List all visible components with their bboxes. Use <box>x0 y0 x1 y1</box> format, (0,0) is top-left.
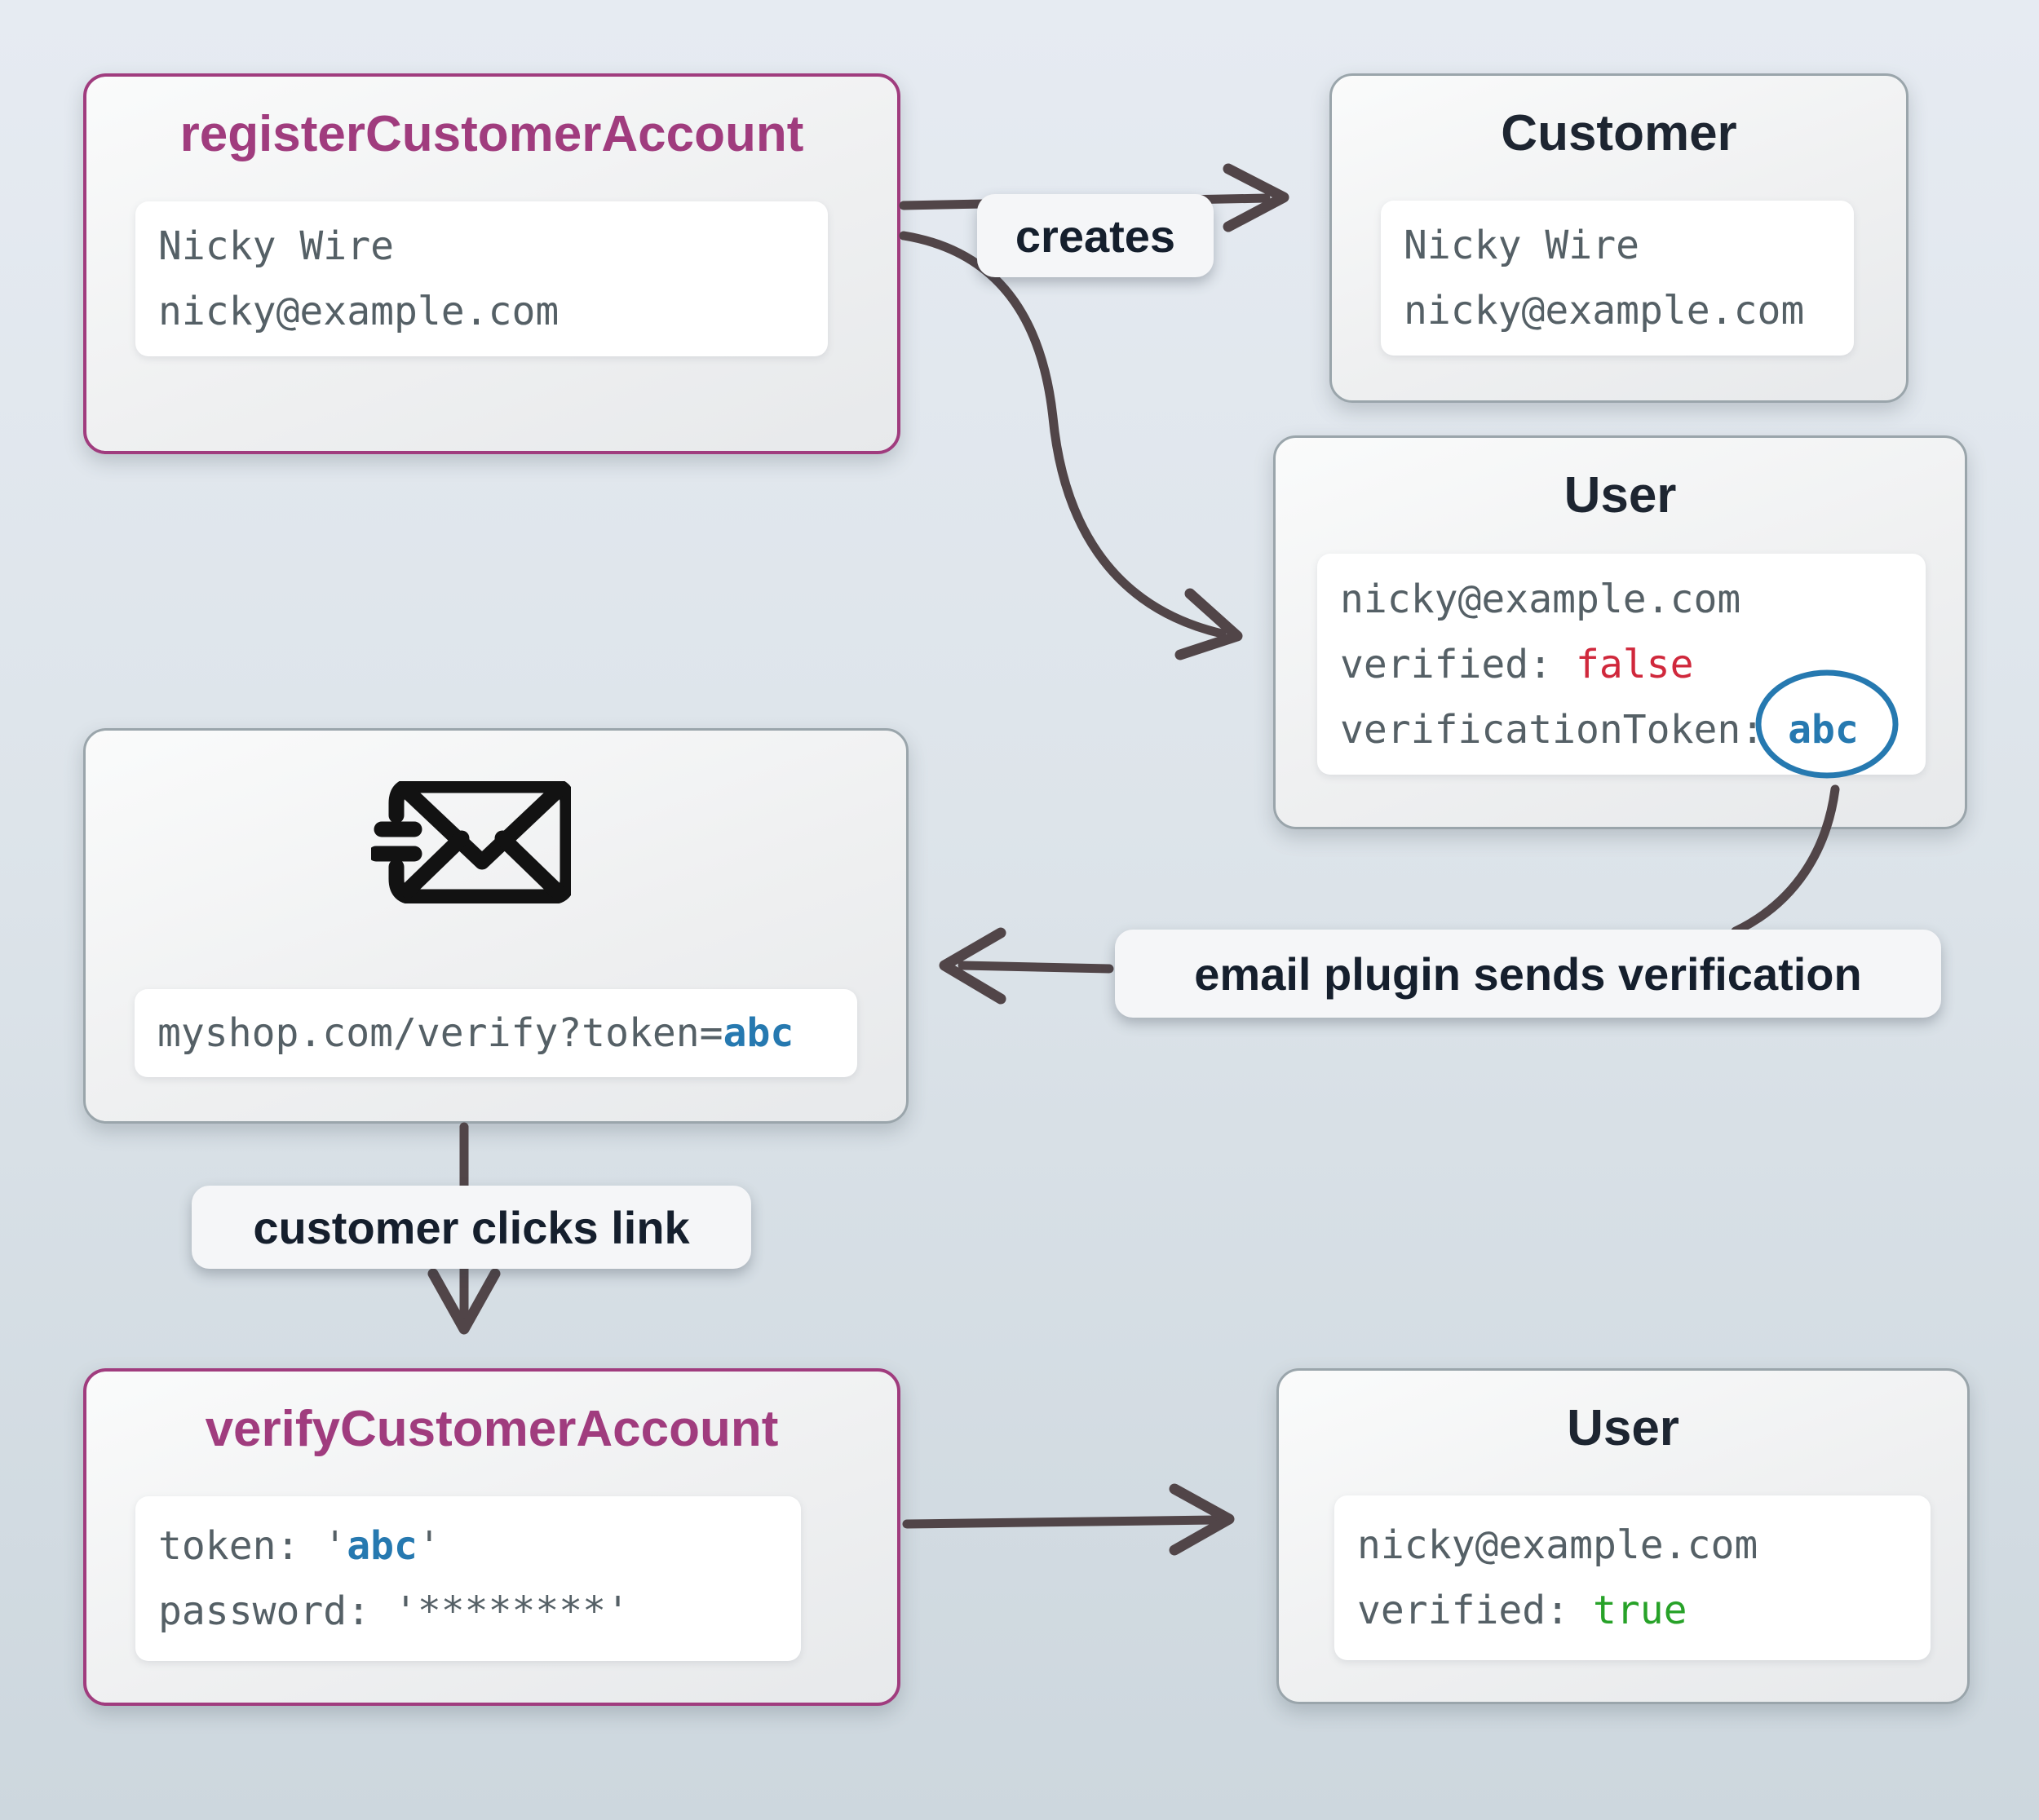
verify-node-title: verifyCustomerAccount <box>205 1401 779 1457</box>
link-token-value: abc <box>723 1010 794 1056</box>
email-plugin-label: email plugin sends verification <box>1115 930 1941 1018</box>
customer-node-title: Customer <box>1501 105 1737 161</box>
customer-email-text: nicky@example.com <box>158 289 560 334</box>
register-node-payload: Nicky Wire nicky@example.com <box>135 201 828 356</box>
verify-customer-account-node: verifyCustomerAccount token: 'abc' passw… <box>83 1368 900 1706</box>
verify-node-payload: token: 'abc' password: '********' <box>135 1496 801 1661</box>
creates-user-edge <box>899 231 1227 638</box>
clicks-link-arrowhead-icon <box>427 1268 501 1335</box>
sends-verification-edge <box>958 961 1114 974</box>
verification-link-field: myshop.com/verify?token=abc <box>135 989 857 1077</box>
verify-user-edge <box>902 1515 1220 1529</box>
creates-customer-arrowhead-icon <box>1223 163 1289 232</box>
verify-user-arrowhead-icon <box>1169 1483 1235 1556</box>
creates-label: creates <box>977 194 1214 277</box>
user-node-title: User <box>1567 1400 1679 1456</box>
verified-true-value: true <box>1592 1588 1687 1633</box>
user-email-text: nicky@example.com <box>1357 1522 1758 1568</box>
verify-token-line: token: 'abc' <box>158 1523 441 1569</box>
customer-clicks-link-label: customer clicks link <box>192 1186 751 1269</box>
register-customer-account-node: registerCustomerAccount Nicky Wire nicky… <box>83 73 900 454</box>
creates-user-arrowhead-icon <box>1174 588 1243 660</box>
customer-name-text: Nicky Wire <box>1404 223 1639 268</box>
user-verified-line: verified: true <box>1357 1588 1687 1633</box>
user-node-title: User <box>1564 467 1677 523</box>
verification-token-value: abc <box>1788 706 1859 753</box>
user-verified-node: User nicky@example.com verified: true <box>1276 1368 1970 1704</box>
customer-node: Customer Nicky Wire nicky@example.com <box>1329 73 1909 403</box>
user-token-line: verificationToken: abc <box>1340 706 1859 753</box>
verification-link-text: myshop.com/verify?token=abc <box>157 1010 794 1056</box>
register-node-title: registerCustomerAccount <box>179 106 804 162</box>
sends-verification-arrowhead-icon <box>939 927 1006 1005</box>
verify-password-line: password: '********' <box>158 1588 630 1634</box>
verification-email-node: myshop.com/verify?token=abc <box>83 728 909 1124</box>
customer-email-text: nicky@example.com <box>1404 288 1805 334</box>
mail-send-icon <box>371 781 571 903</box>
user-email-text: nicky@example.com <box>1340 576 1741 622</box>
verified-false-value: false <box>1575 641 1694 687</box>
user-unverified-payload: nicky@example.com verified: false verifi… <box>1317 554 1926 775</box>
user-verified-line: verified: false <box>1340 641 1694 687</box>
verify-token-value: abc <box>347 1523 418 1569</box>
customer-name-text: Nicky Wire <box>158 223 394 269</box>
user-unverified-node: User nicky@example.com verified: false v… <box>1273 435 1967 829</box>
user-verified-payload: nicky@example.com verified: true <box>1334 1495 1931 1660</box>
customer-node-payload: Nicky Wire nicky@example.com <box>1381 201 1854 356</box>
